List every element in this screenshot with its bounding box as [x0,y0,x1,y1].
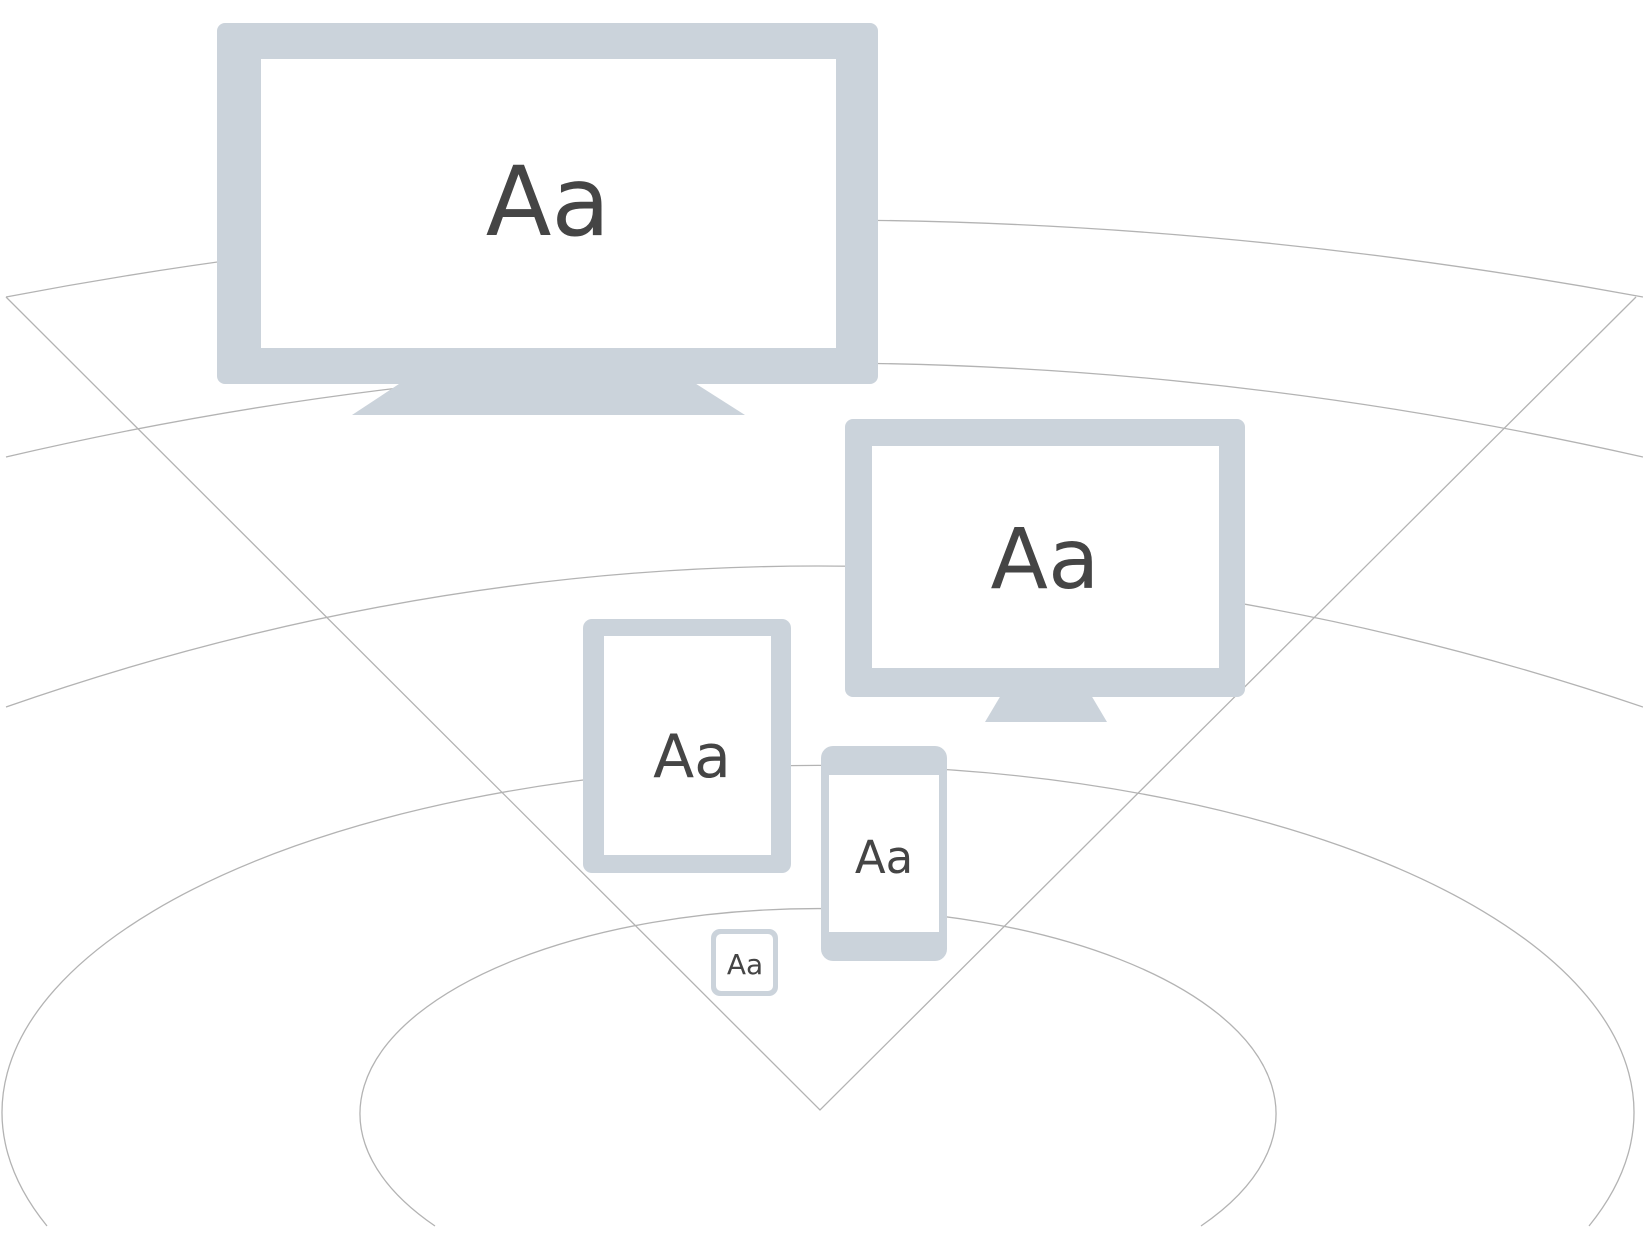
phone-screen [829,775,939,932]
tv-device: Aa [217,23,878,415]
tablet-screen [604,636,771,855]
watch-sample-text: Aa [727,948,763,981]
watch-screen [716,934,773,991]
tablet-sample-text: Aa [653,722,731,792]
distance-arc-near [359,907,1277,1227]
field-of-view-wedge [5,296,1637,1111]
tv-stand [352,380,745,415]
tv-sample-text: Aa [486,146,611,258]
desktop-stand [985,690,1107,722]
desktop-sample-text: Aa [991,510,1100,608]
phone-device: Aa [821,746,947,961]
desktop-screen [872,446,1219,668]
tablet-device: Aa [583,619,791,873]
watch-device: Aa [711,929,778,996]
tv-screen [261,59,836,348]
phone-sample-text: Aa [855,831,913,884]
desktop-device: Aa [845,419,1245,722]
distance-arc-far [5,565,1643,708]
distance-arc-mid [1,764,1635,1227]
